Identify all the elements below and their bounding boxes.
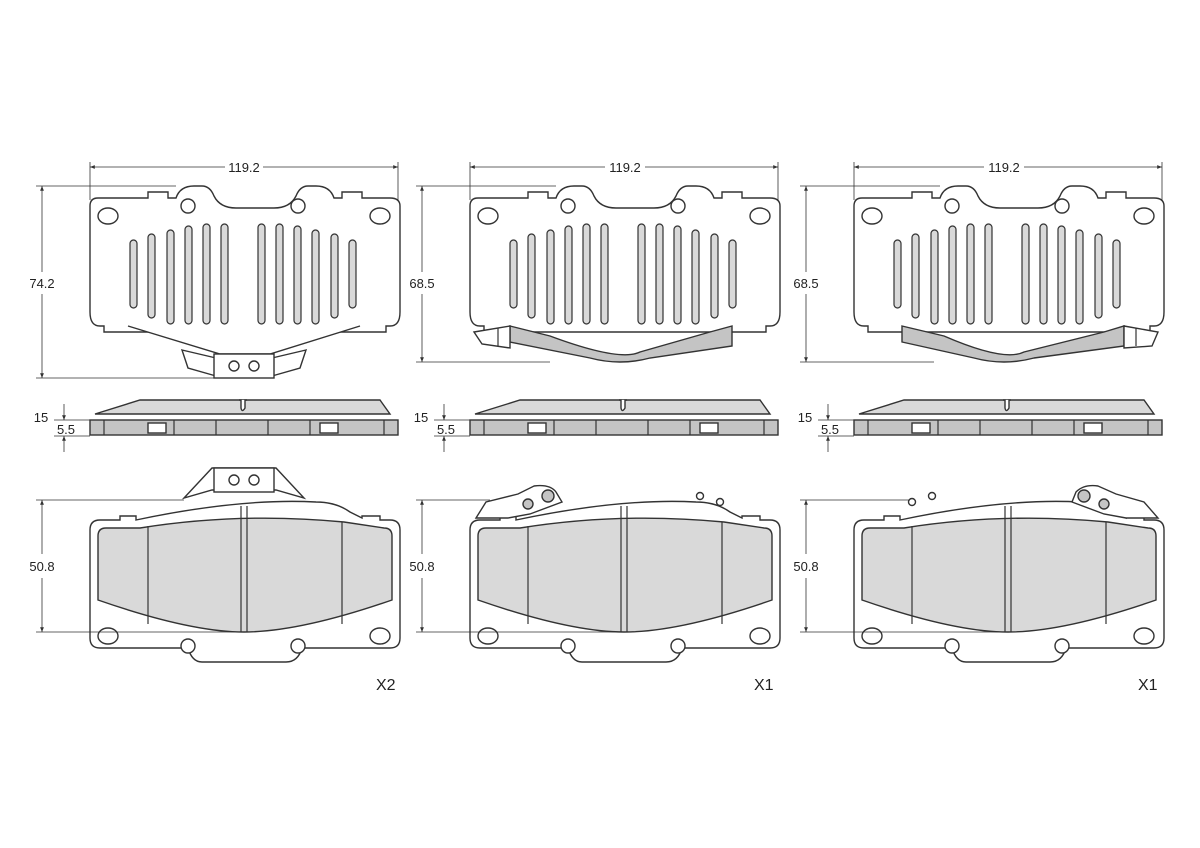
pad-1-plate-label: 5.5: [57, 422, 75, 437]
pad-3-width-label: 119.2: [988, 160, 1020, 175]
pad-2-height-label: 68.5: [409, 276, 434, 291]
pad-3-quantity-label: X1: [1138, 677, 1158, 694]
pad-1-front-view: [89, 467, 401, 663]
pad-3-front-view: [853, 484, 1165, 663]
pad-1-dimensions: [36, 162, 399, 633]
pad-2-friction-height-label: 50.8: [409, 559, 434, 574]
pad-2-back-view: [469, 185, 781, 363]
pad-2-front-view: [469, 484, 781, 663]
pad-2-thickness-label: 15: [414, 410, 428, 425]
pad-3-side-view: [853, 399, 1163, 436]
pad-3-thickness-label: 15: [798, 410, 812, 425]
pad-2-side-view: [469, 399, 779, 436]
pad-1-height-label: 74.2: [29, 276, 54, 291]
pad-1-width-label: 119.2: [228, 160, 260, 175]
pad-3-dimensions: [800, 162, 1163, 633]
pad-2-plate-label: 5.5: [437, 422, 455, 437]
pad-3-plate-label: 5.5: [821, 422, 839, 437]
pad-1-thickness-label: 15: [34, 410, 48, 425]
pad-1-back-view: [89, 185, 401, 379]
pad-3-back-view: [853, 185, 1165, 363]
pad-3-friction-height-label: 50.8: [793, 559, 818, 574]
pad-3-height-label: 68.5: [793, 276, 818, 291]
pad-1-friction-height-label: 50.8: [29, 559, 54, 574]
pad-2-width-label: 119.2: [609, 160, 641, 175]
pad-2-dimensions: [416, 162, 779, 633]
pad-1-side-view: [89, 399, 399, 436]
pad-1-quantity-label: X2: [376, 677, 396, 694]
pad-2-quantity-label: X1: [754, 677, 774, 694]
